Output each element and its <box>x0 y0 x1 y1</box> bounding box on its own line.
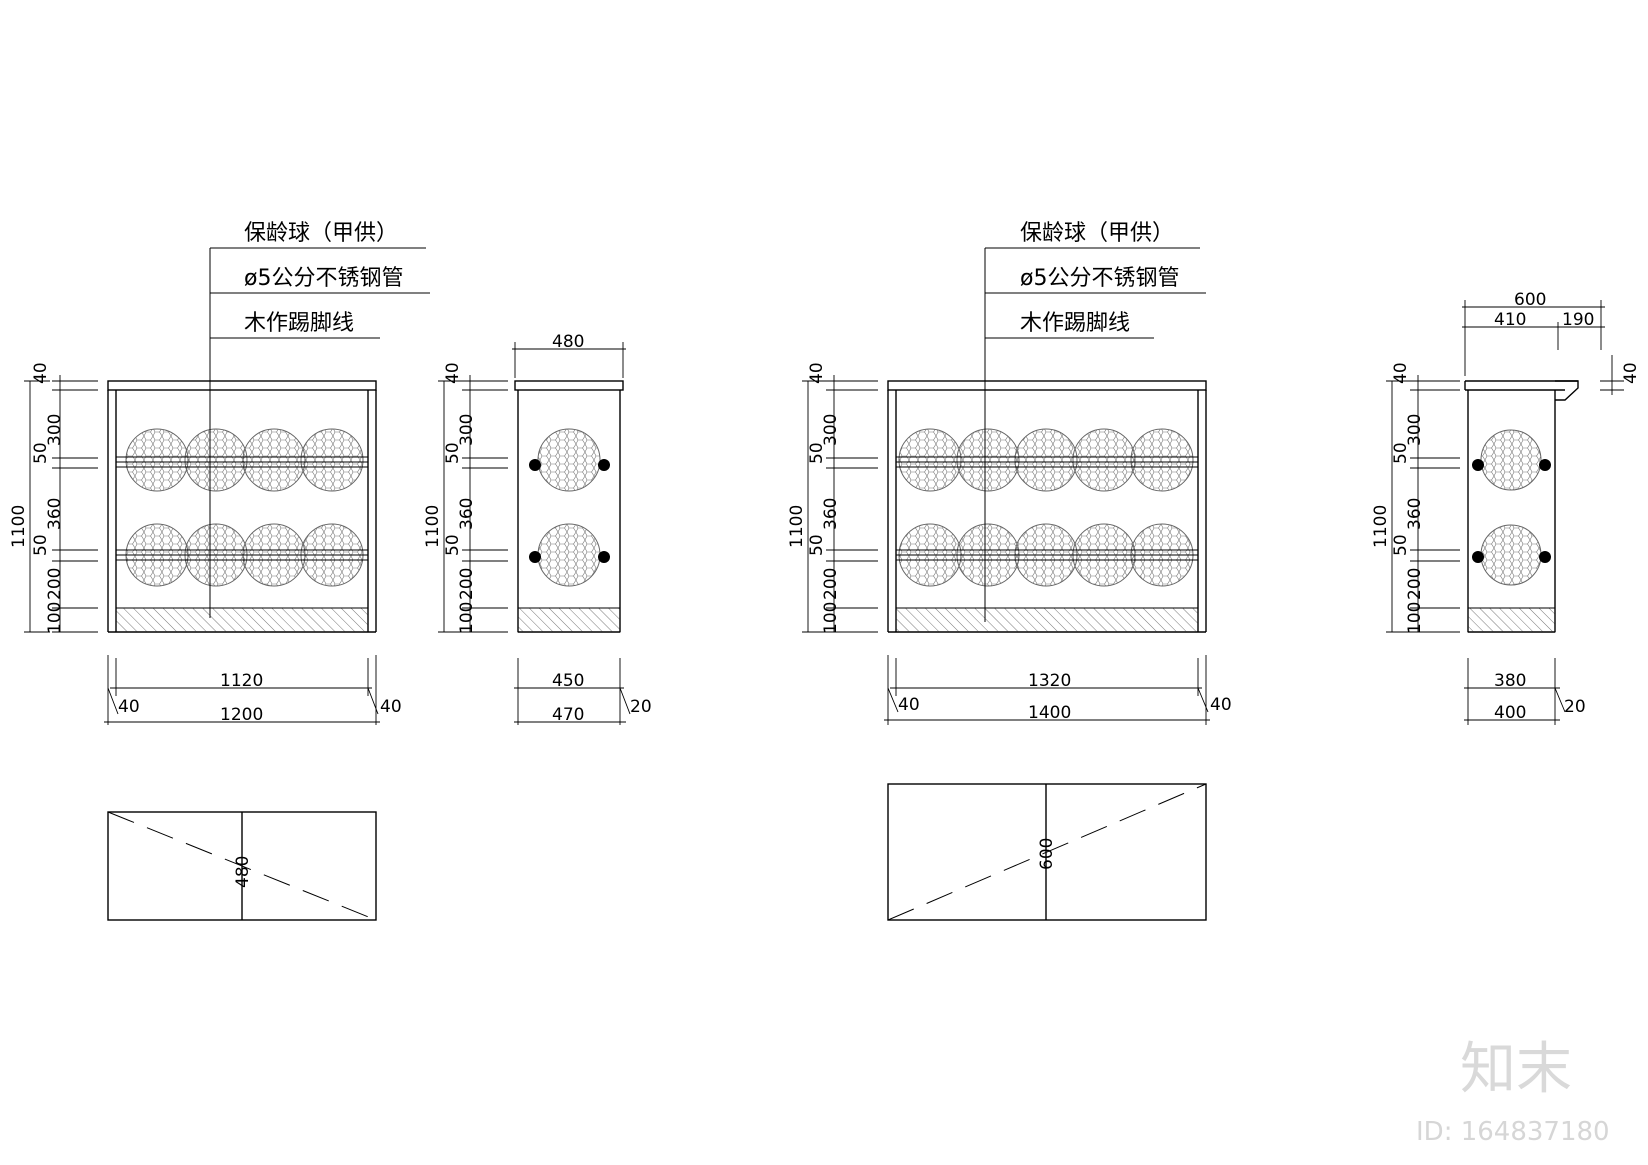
dim-300: 300 <box>45 414 65 446</box>
side-dim-50a: 50 <box>443 442 463 464</box>
watermark-id: ID: 164837180 <box>1416 1117 1610 1147</box>
dim-total-height: 1100 <box>787 505 807 548</box>
dim-50a: 50 <box>31 442 51 464</box>
left-side-elevation: 1100 40 300 50 360 50 200 100 480 450 47… <box>423 332 652 725</box>
dim-50a: 50 <box>807 442 827 464</box>
dim-side-right: 40 <box>380 697 402 717</box>
side-dim-50a: 50 <box>1391 442 1411 464</box>
plan-depth-left: 480 <box>233 856 253 888</box>
side-dim-outer: 400 <box>1494 703 1526 723</box>
right-plan-view: 600 <box>887 783 1207 921</box>
dim-100: 100 <box>821 602 841 634</box>
side-dim-360: 360 <box>1405 498 1425 530</box>
side-dim-360: 360 <box>457 498 477 530</box>
pipe-end-dot <box>598 551 610 563</box>
left-height-dimensions: 1100 40 300 50 360 50 200 100 <box>9 362 98 634</box>
side-dim-top-width: 480 <box>552 332 584 352</box>
dim-360: 360 <box>821 498 841 530</box>
watermark: 知末 ID: 164837180 <box>1416 1037 1610 1147</box>
dim-top: 40 <box>31 362 51 384</box>
side-dim-total-height: 1100 <box>1371 505 1391 548</box>
pipe-end-dot <box>529 551 541 563</box>
note-kickboard: 木作踢脚线 <box>1020 311 1130 336</box>
dim-outer-width: 1200 <box>220 705 263 725</box>
dim-inner-width: 1120 <box>220 671 263 691</box>
dim-side-left: 40 <box>118 697 140 717</box>
left-front-elevation: 保龄球（甲供） ø5公分不锈钢管 木作踢脚线 <box>107 221 430 633</box>
side-dim-top: 40 <box>1391 362 1411 384</box>
dim-total-height: 1100 <box>9 505 29 548</box>
dim-100: 100 <box>45 602 65 634</box>
side-dim-inner: 380 <box>1494 671 1526 691</box>
side-dim-410: 410 <box>1494 310 1526 330</box>
side-dim-50b: 50 <box>1391 534 1411 556</box>
right-front-elevation: 保龄球（甲供） ø5公分不锈钢管 木作踢脚线 <box>887 221 1207 633</box>
side-dim-300: 300 <box>457 414 477 446</box>
dim-side-right: 40 <box>1210 695 1232 715</box>
steel-pipe-rail-2 <box>116 549 368 561</box>
steel-pipe-rail-2 <box>896 549 1198 561</box>
side-dim-total-top: 600 <box>1514 290 1546 310</box>
dim-200: 200 <box>821 568 841 600</box>
pipe-end-dot <box>529 459 541 471</box>
right-height-dimensions: 1100 40 300 50 360 50 200 100 <box>787 362 878 634</box>
dim-outer-width: 1400 <box>1028 703 1071 723</box>
plan-depth-right: 600 <box>1037 838 1057 870</box>
right-width-dimensions: 1320 1400 40 40 <box>884 655 1232 725</box>
watermark-logo: 知末 <box>1460 1037 1572 1102</box>
steel-pipe-rail-1 <box>896 456 1198 468</box>
dim-side-left: 40 <box>898 695 920 715</box>
side-dim-offset: 20 <box>1564 697 1586 717</box>
dim-50b: 50 <box>807 534 827 556</box>
steel-pipe-rail-1 <box>116 456 368 468</box>
side-dim-offset: 20 <box>630 697 652 717</box>
bowling-balls-row-1 <box>898 428 1194 492</box>
side-dim-40: 40 <box>1621 362 1641 384</box>
side-dim-200: 200 <box>457 568 477 600</box>
note-bowling-ball: 保龄球（甲供） <box>244 221 398 246</box>
bowling-balls-row-1 <box>125 428 364 492</box>
dim-top: 40 <box>807 362 827 384</box>
dim-360: 360 <box>45 498 65 530</box>
pipe-end-dot <box>598 459 610 471</box>
side-dim-50b: 50 <box>443 534 463 556</box>
note-steel-pipe: ø5公分不锈钢管 <box>244 266 403 291</box>
note-steel-pipe: ø5公分不锈钢管 <box>1020 266 1179 291</box>
dim-300: 300 <box>821 414 841 446</box>
side-dim-300: 300 <box>1405 414 1425 446</box>
pipe-end-dot <box>1472 551 1484 563</box>
dim-inner-width: 1320 <box>1028 671 1071 691</box>
side-dim-190: 190 <box>1562 310 1594 330</box>
left-plan-view: 480 <box>107 811 377 921</box>
side-dim-outer: 470 <box>552 705 584 725</box>
side-dim-top: 40 <box>443 362 463 384</box>
side-dim-100: 100 <box>1405 602 1425 634</box>
pipe-end-dot <box>1539 459 1551 471</box>
pipe-end-dot <box>1539 551 1551 563</box>
side-dim-200: 200 <box>1405 568 1425 600</box>
note-bowling-ball: 保龄球（甲供） <box>1020 221 1174 246</box>
side-dim-100: 100 <box>457 602 477 634</box>
pipe-end-dot <box>1472 459 1484 471</box>
side-dim-total-height: 1100 <box>423 505 443 548</box>
dim-50b: 50 <box>31 534 51 556</box>
right-side-elevation: 1100 40 300 50 360 50 200 100 600 410 19… <box>1371 290 1641 725</box>
note-kickboard: 木作踢脚线 <box>244 311 354 336</box>
left-width-dimensions: 1120 1200 40 40 <box>104 655 402 725</box>
dim-200: 200 <box>45 568 65 600</box>
side-dim-inner: 450 <box>552 671 584 691</box>
